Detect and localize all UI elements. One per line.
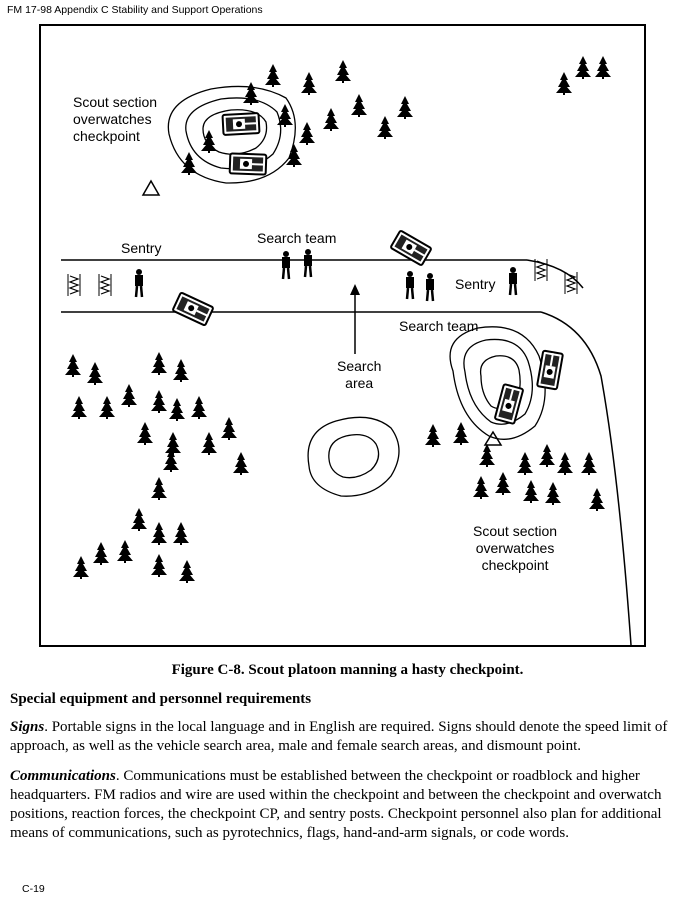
checkpoint-figure: Scout section overwatches checkpoint Sen… [39,24,646,647]
paragraph-body: . Portable signs in the local language a… [10,719,668,754]
tank-roadside [171,291,215,327]
paragraph-communications: Communications. Communications must be e… [10,767,685,843]
paragraph-body: . Communications must be established bet… [10,768,662,841]
paragraph-lead: Communications [10,768,116,784]
tree-cluster-top [180,59,414,176]
label-search-team-top: Search team [257,230,337,246]
label-line: Search [337,358,382,374]
search-team-bottom-1 [404,269,416,301]
label-line: checkpoint [73,128,140,144]
tank-overwatch-bottom-2 [536,349,564,391]
label-line: Scout section [73,94,158,110]
page-number: C-19 [22,883,45,895]
label-line: overwatches [475,540,555,556]
section-heading: Special equipment and personnel requirem… [10,691,312,707]
running-header: FM 17-98 Appendix C Stability and Suppor… [7,4,263,16]
tank-overwatch-top-1 [221,112,261,136]
tree-cluster-top-right [555,55,612,96]
tree-cluster-bottom-left [64,351,250,584]
label-line: area [345,375,374,391]
label-line: checkpoint [481,557,549,573]
label-sentry-left: Sentry [121,240,162,256]
search-team-bottom-2 [424,271,436,303]
paragraph-lead: Signs [10,719,45,735]
search-team-top-2 [302,247,314,279]
figure-caption: Figure C-8. Scout platoon manning a hast… [171,662,524,678]
tank-overwatch-top-2 [228,152,268,176]
tree-cluster-bottom-right [424,421,606,512]
sentry-left [133,267,145,299]
label-scout-section-top: Scout section overwatches checkpoint [73,94,157,145]
hill-bottom-center [307,416,400,497]
label-line: overwatches [73,111,152,127]
label-sentry-right: Sentry [455,276,496,292]
label-scout-section-bottom: Scout section overwatches checkpoint [473,523,557,574]
hill-bottom-right [449,326,546,440]
label-line: Scout section [473,523,558,539]
paragraph-signs: Signs. Portable signs in the local langu… [10,718,685,756]
label-search-team-bottom: Search team [399,318,479,334]
label-search-area: Search area [337,358,381,392]
search-team-top-1 [280,249,292,281]
sentry-right [507,265,519,297]
